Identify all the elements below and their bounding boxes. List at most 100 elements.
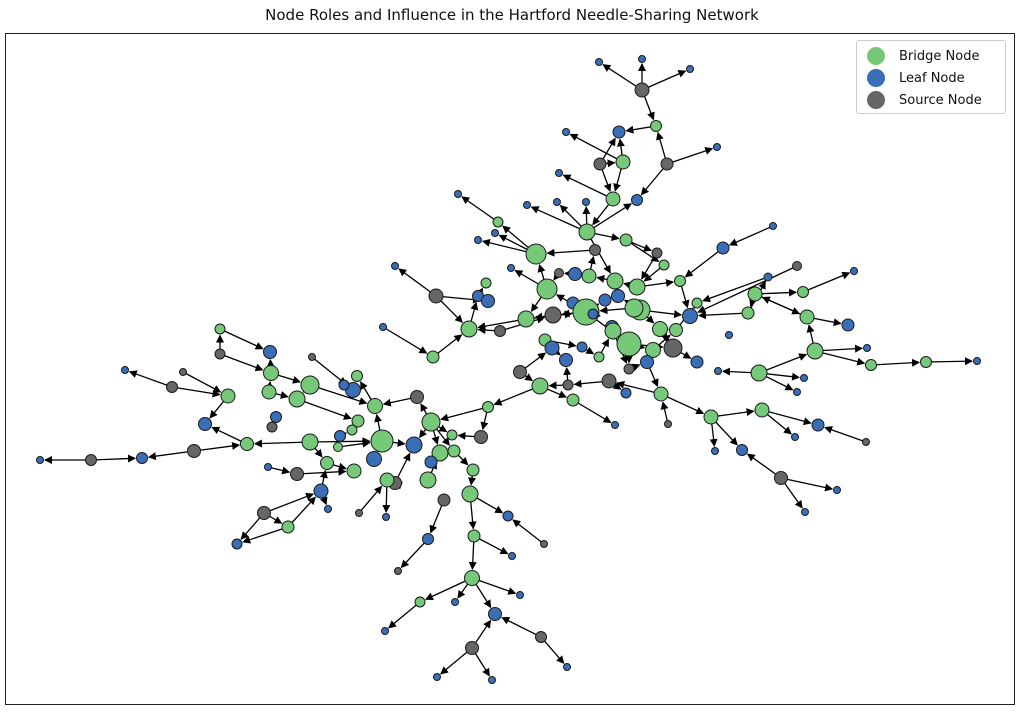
directed-edge bbox=[242, 526, 289, 544]
source-node bbox=[663, 338, 683, 358]
leaf-node bbox=[324, 505, 332, 513]
leaf-node bbox=[270, 411, 282, 423]
directed-edge bbox=[780, 477, 834, 492]
source-node bbox=[214, 348, 226, 360]
bridge-node bbox=[346, 463, 362, 479]
leaf-node bbox=[366, 451, 382, 467]
source-node bbox=[651, 247, 663, 259]
directed-edge bbox=[586, 203, 632, 233]
source-node-marker-icon bbox=[867, 91, 885, 109]
directed-edge bbox=[546, 248, 596, 257]
bridge-node bbox=[346, 424, 358, 436]
leaf-node bbox=[611, 289, 625, 303]
directed-edge bbox=[641, 70, 687, 91]
directed-edge bbox=[925, 357, 974, 366]
leaf-node bbox=[736, 444, 748, 456]
bridge-node bbox=[447, 444, 461, 458]
leaf-node bbox=[850, 267, 858, 275]
leaf-node bbox=[801, 508, 809, 516]
bridge-node bbox=[525, 243, 547, 265]
bridge-node bbox=[288, 390, 306, 408]
bridge-node bbox=[261, 384, 277, 400]
bridge-node bbox=[460, 320, 478, 338]
leaf-node bbox=[338, 379, 350, 391]
bridge-node bbox=[616, 331, 642, 357]
bridge-node bbox=[301, 433, 319, 451]
bridge-node bbox=[351, 370, 363, 382]
leaf-node bbox=[422, 533, 434, 545]
leaf-node bbox=[713, 143, 721, 151]
bridge-node bbox=[517, 310, 535, 328]
source-node bbox=[166, 381, 178, 393]
leaf-node bbox=[502, 510, 514, 522]
leaf-node bbox=[595, 58, 603, 66]
bridge-node-marker-icon bbox=[867, 47, 885, 65]
bridge-node bbox=[421, 412, 441, 432]
leaf-node bbox=[714, 367, 722, 375]
leaf-node bbox=[769, 222, 777, 230]
legend-label: Bridge Node bbox=[899, 48, 980, 64]
leaf-node bbox=[833, 486, 841, 494]
leaf-node bbox=[620, 387, 632, 399]
leaf-node bbox=[36, 456, 44, 464]
bridge-node bbox=[466, 463, 480, 477]
source-node bbox=[85, 454, 97, 466]
leaf-node bbox=[231, 538, 243, 550]
directed-edge bbox=[572, 399, 612, 424]
bridge-node bbox=[419, 471, 437, 489]
directed-edge bbox=[562, 174, 614, 200]
bridge-node bbox=[703, 409, 719, 425]
source-node bbox=[179, 368, 187, 376]
leaf-node bbox=[136, 452, 148, 464]
directed-edge bbox=[388, 601, 421, 629]
bridge-node bbox=[674, 275, 686, 287]
directed-edge bbox=[382, 326, 428, 354]
bridge-node bbox=[300, 375, 320, 395]
source-node bbox=[257, 506, 271, 520]
bridge-node bbox=[214, 323, 226, 335]
plot-area bbox=[5, 33, 1015, 705]
bridge-node bbox=[605, 191, 621, 207]
directed-edge bbox=[616, 380, 662, 395]
directed-edge bbox=[761, 409, 812, 426]
bridge-node bbox=[379, 472, 395, 488]
leaf-node bbox=[638, 55, 646, 63]
bridge-node bbox=[806, 342, 824, 360]
directed-edge bbox=[697, 311, 749, 320]
bridge-node bbox=[566, 393, 580, 407]
leaf-node bbox=[424, 455, 438, 469]
leaf-node bbox=[553, 198, 561, 206]
source-node bbox=[535, 631, 547, 643]
leaf-node bbox=[563, 663, 571, 671]
source-node bbox=[601, 373, 617, 389]
leaf-node bbox=[800, 374, 808, 382]
bridge-node bbox=[351, 414, 365, 428]
leaf-node bbox=[488, 607, 502, 621]
source-node bbox=[664, 420, 672, 428]
bridge-node bbox=[624, 298, 644, 318]
directed-edge bbox=[219, 353, 264, 372]
source-node bbox=[589, 244, 601, 256]
bridge-node bbox=[658, 259, 670, 271]
bridge-node bbox=[414, 596, 426, 608]
leaf-node bbox=[523, 201, 531, 209]
node-layer bbox=[36, 55, 981, 684]
directed-edge bbox=[440, 406, 489, 422]
directed-edge bbox=[171, 386, 221, 398]
leaf-node bbox=[508, 552, 516, 560]
bridge-node bbox=[604, 322, 622, 340]
directed-edge bbox=[398, 268, 437, 297]
bridge-node bbox=[531, 377, 549, 395]
bridge-node bbox=[653, 386, 669, 402]
bridge-node bbox=[628, 278, 646, 296]
leaf-node bbox=[379, 323, 387, 331]
leaf-node bbox=[690, 355, 704, 369]
leaf-node bbox=[516, 591, 524, 599]
source-node bbox=[593, 157, 607, 171]
leaf-node bbox=[488, 676, 496, 684]
bridge-node bbox=[669, 323, 683, 337]
source-node bbox=[554, 268, 564, 278]
bridge-node bbox=[240, 437, 254, 451]
bridge-node bbox=[467, 529, 481, 543]
